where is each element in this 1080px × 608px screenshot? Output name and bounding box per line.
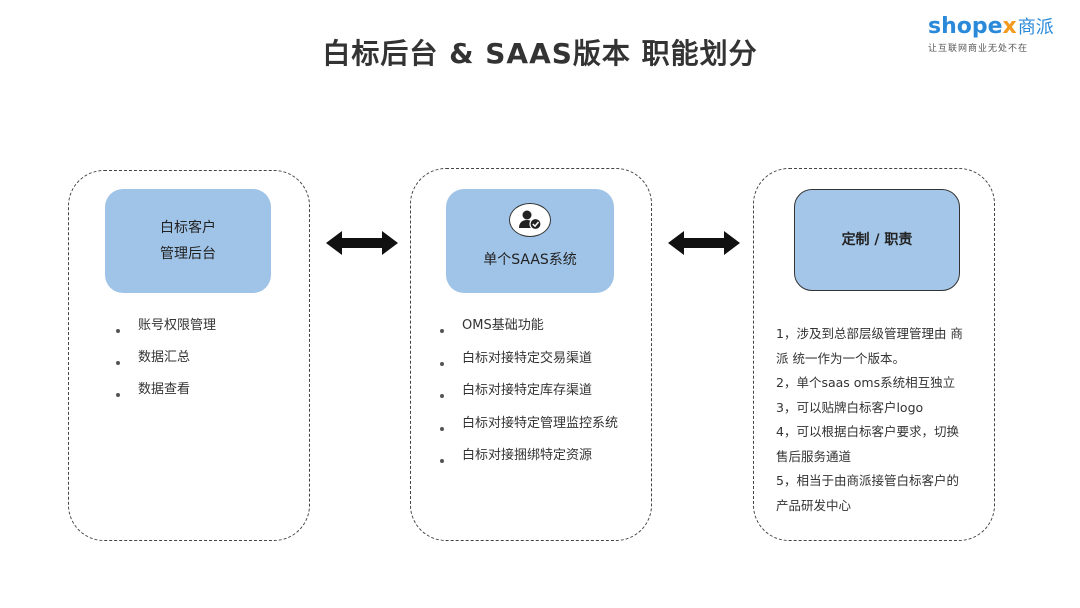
list-item: 数据查看: [116, 379, 216, 411]
logo-brand-prefix: shope: [928, 14, 1003, 39]
duties-notes: 1，涉及到总部层级管理管理由 商 派 统一作为一个版本。 2，单个saas om…: [776, 322, 986, 518]
list-item: 白标对接特定管理监控系统: [440, 413, 618, 446]
note-line: 售后服务通道: [776, 448, 852, 464]
logo-tagline: 让互联网商业无处不在: [928, 44, 1029, 54]
list-item: 账号权限管理: [116, 315, 216, 347]
double-arrow-icon: [668, 231, 740, 255]
shopex-logo: shopex商派 让互联网商业无处不在: [928, 14, 1068, 54]
slide-title: 白标后台 & SAAS版本 职能划分: [322, 37, 758, 70]
list-item: OMS基础功能: [440, 315, 618, 348]
card-line: 白标客户: [160, 220, 216, 236]
panel-whitelabel-admin: [68, 170, 310, 541]
note-line: 5，相当于由商派接管白标客户的: [776, 473, 959, 488]
note-line: 3，可以贴牌白标客户logo: [776, 399, 924, 415]
card-line: 管理后台: [160, 246, 216, 262]
logo-brand-x: x: [1002, 14, 1017, 39]
card-label: 单个SAAS系统: [483, 252, 577, 268]
list-item: 数据汇总: [116, 347, 216, 379]
saas-feature-list: OMS基础功能 白标对接特定交易渠道 白标对接特定库存渠道 白标对接特定管理监控…: [440, 315, 618, 478]
card-custom-duties: 定制 / 职责: [794, 189, 960, 291]
user-check-icon: [509, 203, 551, 237]
logo-wordmark: shopex商派: [928, 14, 1068, 41]
note-line: 4，可以根据白标客户要求，切换: [776, 424, 959, 439]
logo-brand-cn: 商派: [1017, 17, 1054, 38]
panel-custom-duties: [753, 168, 995, 541]
note-line: 派 统一作为一个版本。: [776, 350, 905, 366]
panel-saas-system: [410, 168, 652, 541]
note-line: 产品研发中心: [776, 497, 852, 513]
card-label: 定制 / 职责: [841, 232, 913, 248]
note-line: 2，单个saas oms系统相互独立: [776, 375, 956, 390]
list-item: 白标对接捆绑特定资源: [440, 445, 618, 478]
list-item: 白标对接特定库存渠道: [440, 380, 618, 413]
note-line: 1，涉及到总部层级管理管理由 商: [776, 326, 963, 341]
list-item: 白标对接特定交易渠道: [440, 348, 618, 381]
admin-feature-list: 账号权限管理 数据汇总 数据查看: [116, 315, 216, 411]
card-saas-system: 单个SAAS系统: [446, 189, 614, 293]
card-whitelabel-admin: 白标客户 管理后台: [105, 189, 271, 293]
double-arrow-icon: [326, 231, 398, 255]
